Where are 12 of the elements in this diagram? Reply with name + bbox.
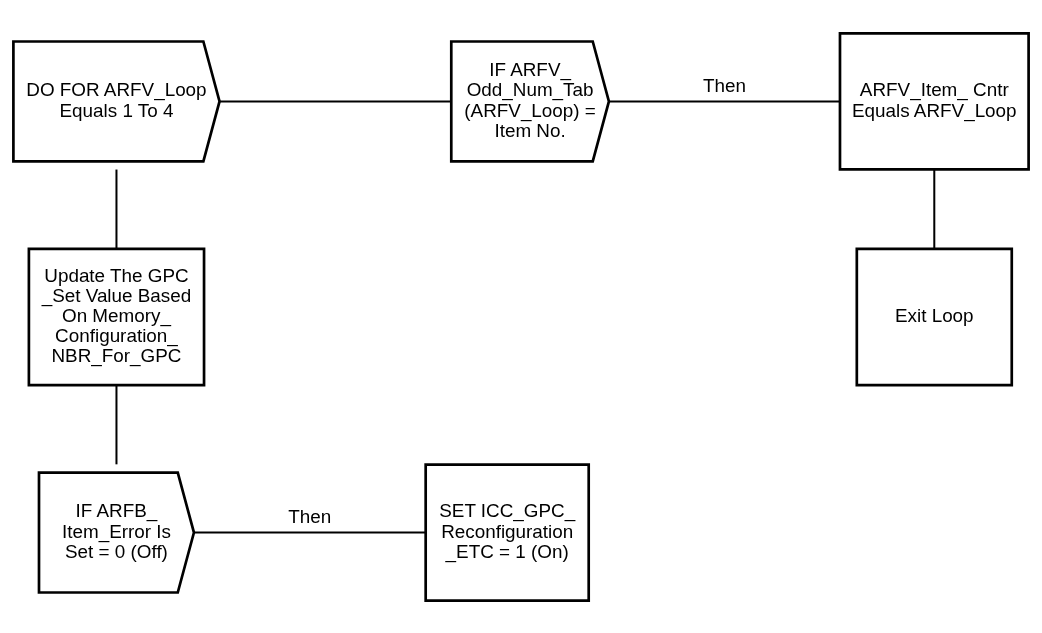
edge-label: Then — [702, 74, 746, 96]
connector — [115, 384, 118, 464]
node-box: SET ICC_GPC_ Reconfiguration _ETC = 1 (On) — [424, 462, 591, 602]
node-box: Update The GPC _Set Value Based On Memory_ Configuration_ NBR_For_GPC — [27, 247, 206, 386]
node-box: Exit Loop — [855, 247, 1014, 386]
node-box: ARFV_Item_ Cntr Equals ARFV_Loop — [838, 31, 1030, 171]
edge-label: Then — [288, 505, 332, 527]
connector — [194, 531, 426, 534]
connector — [933, 169, 936, 249]
connector — [609, 99, 840, 102]
connector — [115, 169, 118, 249]
connector — [219, 99, 451, 102]
